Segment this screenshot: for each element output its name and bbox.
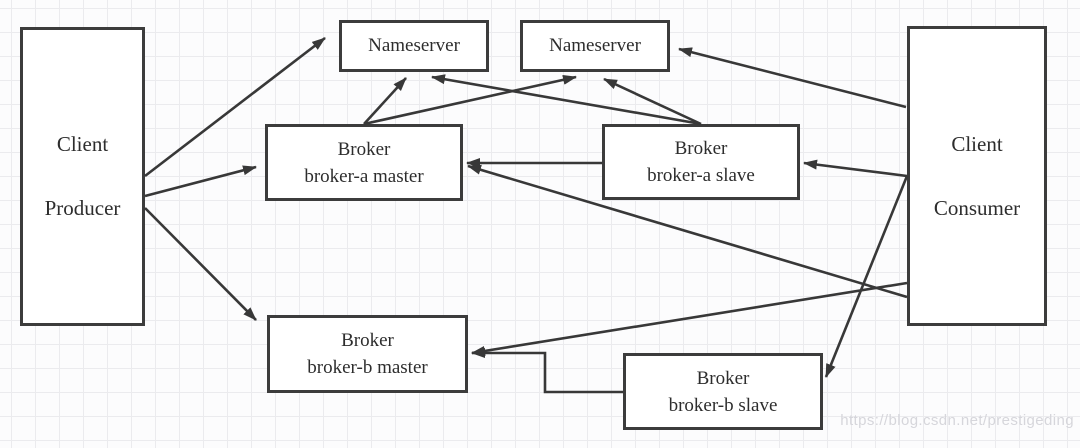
broker-b-slave-label-1: Broker <box>696 367 750 389</box>
edge-client-producer-to-broker-b-master <box>144 207 257 321</box>
edge-client-producer-to-broker-a-master <box>144 165 257 198</box>
client-consumer-label-1: Client <box>951 131 1003 156</box>
node-broker-b-slave: Broker broker-b slave <box>623 353 823 430</box>
edge-broker-a-master-to-nameserver-1 <box>363 77 407 125</box>
broker-a-slave-label-2: broker-a slave <box>647 165 755 186</box>
node-nameserver-2: Nameserver <box>520 20 670 72</box>
edge-client-consumer-to-broker-b-slave <box>824 175 909 378</box>
broker-a-slave-label-1: Broker <box>674 138 728 159</box>
edge-broker-a-master-to-nameserver-2 <box>363 74 577 126</box>
broker-a-master-label-2: broker-a master <box>304 165 424 187</box>
edge-client-consumer-to-broker-a-slave <box>803 159 908 178</box>
client-consumer-label-2: Consumer <box>933 195 1021 220</box>
nameserver-2-label: Nameserver <box>549 35 641 56</box>
node-client-producer: Client Producer <box>20 27 145 326</box>
node-broker-a-master: Broker broker-a master <box>265 124 463 201</box>
node-nameserver-1: Nameserver <box>339 20 489 72</box>
broker-b-master-label-2: broker-b master <box>307 357 428 378</box>
node-client-consumer: Client Consumer <box>907 26 1047 326</box>
broker-b-master-label-1: Broker <box>341 330 394 351</box>
nameserver-1-label: Nameserver <box>368 35 460 56</box>
broker-b-slave-label-2: broker-b slave <box>668 394 778 416</box>
broker-a-master-label-1: Broker <box>337 138 391 160</box>
client-producer-label-2: Producer <box>44 196 121 220</box>
edge-broker-b-slave-to-broker-b-master <box>471 348 623 394</box>
edge-broker-a-slave-to-nameserver-1 <box>431 74 702 126</box>
watermark-text: https://blog.csdn.net/prestigeding <box>840 412 1074 429</box>
edge-client-consumer-to-broker-b-master <box>471 281 908 356</box>
edge-broker-a-slave-to-nameserver-2 <box>603 77 702 126</box>
client-producer-label-1: Client <box>56 132 109 156</box>
node-broker-b-master: Broker broker-b master <box>267 315 468 393</box>
edge-client-consumer-to-nameserver-2 <box>678 47 907 109</box>
node-broker-a-slave: Broker broker-a slave <box>602 124 800 200</box>
